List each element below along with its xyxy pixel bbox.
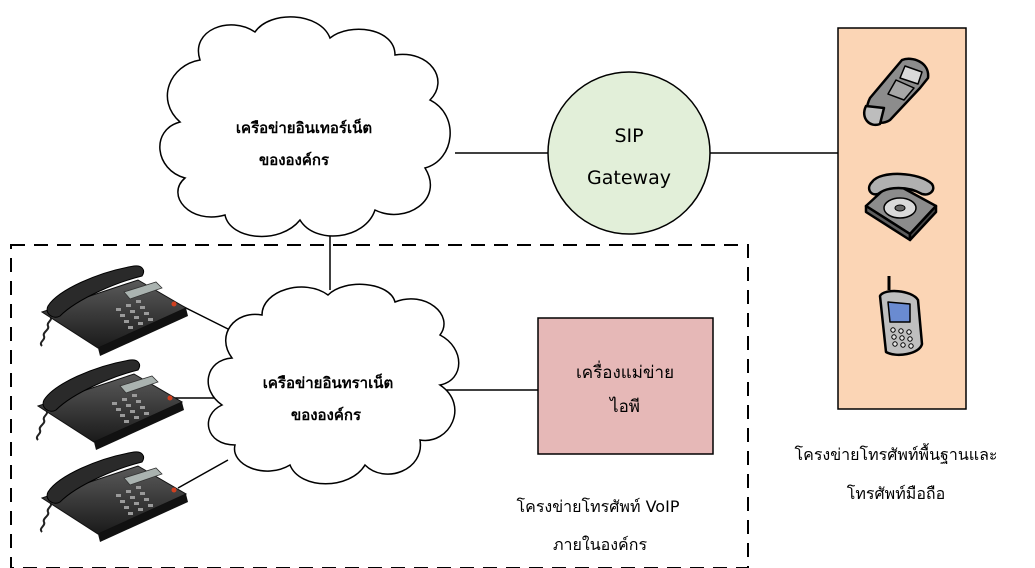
ip-server-label-line1: เครื่องแม่ข่าย [576, 360, 674, 383]
ip-phone-icon [39, 450, 189, 543]
sip-gateway-label-line2: Gateway [587, 167, 671, 189]
pstn-caption-line1: โครงข่ายโทรศัพท์พื้นฐานและ [795, 443, 998, 464]
ip-phone-icon [35, 358, 185, 451]
rotary-desk-phone-icon [864, 172, 938, 242]
intranet-cloud-label-line1: เครือข่ายอินทราเน็ต [263, 373, 393, 392]
cell-phone-icon [878, 276, 924, 356]
pstn-panel [837, 27, 967, 410]
voip-caption-line2: ภายในองค์กร [553, 535, 647, 554]
intranet-cloud: เครือข่ายอินทราเน็ต ขององค์กร [207, 283, 460, 485]
ip-server-rect [537, 317, 714, 455]
flip-mobile-phone-icon [863, 57, 930, 127]
voip-caption-line1: โครงข่ายโทรศัพท์ VoIP [517, 497, 680, 516]
intranet-cloud-label-line2: ขององค์กร [291, 406, 362, 424]
cloud-shape [207, 283, 460, 485]
line-phone3-to-intranet [177, 459, 229, 489]
internet-cloud-label-line2: ขององค์กร [259, 151, 330, 169]
internet-cloud: เครือข่ายอินเทอร์เน็ต ขององค์กร [159, 16, 451, 238]
voip-network-boundary [10, 244, 749, 568]
ip-server-label-line2: ไอพี [608, 396, 640, 417]
ip-phone-icon [39, 264, 189, 357]
ip-server-box: เครื่องแม่ข่าย ไอพี [537, 317, 714, 455]
sip-gateway-circle [547, 71, 711, 235]
sip-gateway-label-line1: SIP [614, 125, 643, 147]
connection-lines [175, 152, 838, 489]
internet-cloud-label-line1: เครือข่ายอินเทอร์เน็ต [236, 118, 372, 137]
pstn-caption-line2: โทรศัพท์มือถือ [847, 484, 945, 503]
sip-gateway: SIP Gateway [547, 71, 711, 235]
cloud-shape [159, 16, 451, 238]
